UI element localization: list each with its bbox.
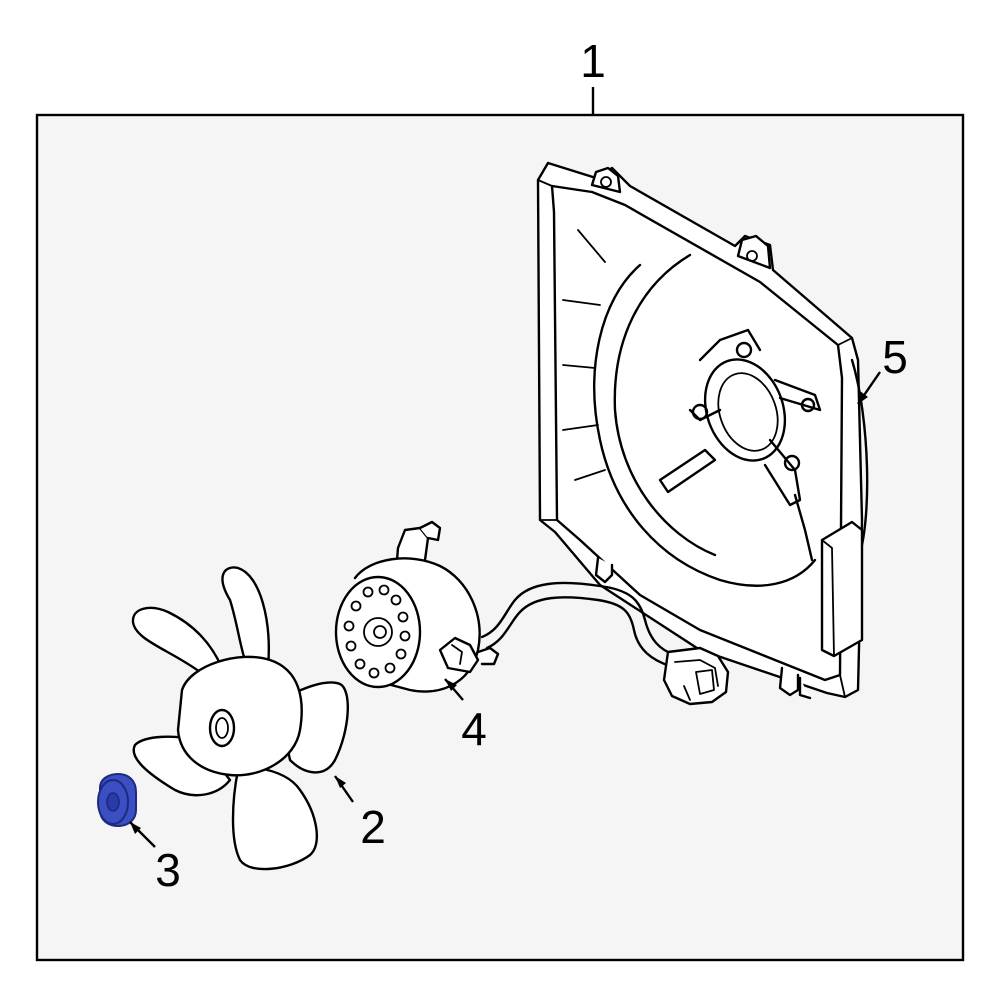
callout-5-label[interactable]: 5 bbox=[882, 331, 908, 383]
fan-motor[interactable] bbox=[334, 520, 500, 701]
callout-3-label[interactable]: 3 bbox=[155, 844, 181, 896]
wire-harness bbox=[480, 581, 730, 706]
callout-1-label[interactable]: 1 bbox=[580, 35, 606, 87]
callout-4-label[interactable]: 4 bbox=[461, 703, 487, 755]
retaining-nut[interactable] bbox=[97, 772, 156, 848]
callout-2-label[interactable]: 2 bbox=[360, 801, 386, 853]
fan-blade[interactable] bbox=[131, 566, 354, 871]
fan-shroud[interactable] bbox=[536, 161, 881, 700]
